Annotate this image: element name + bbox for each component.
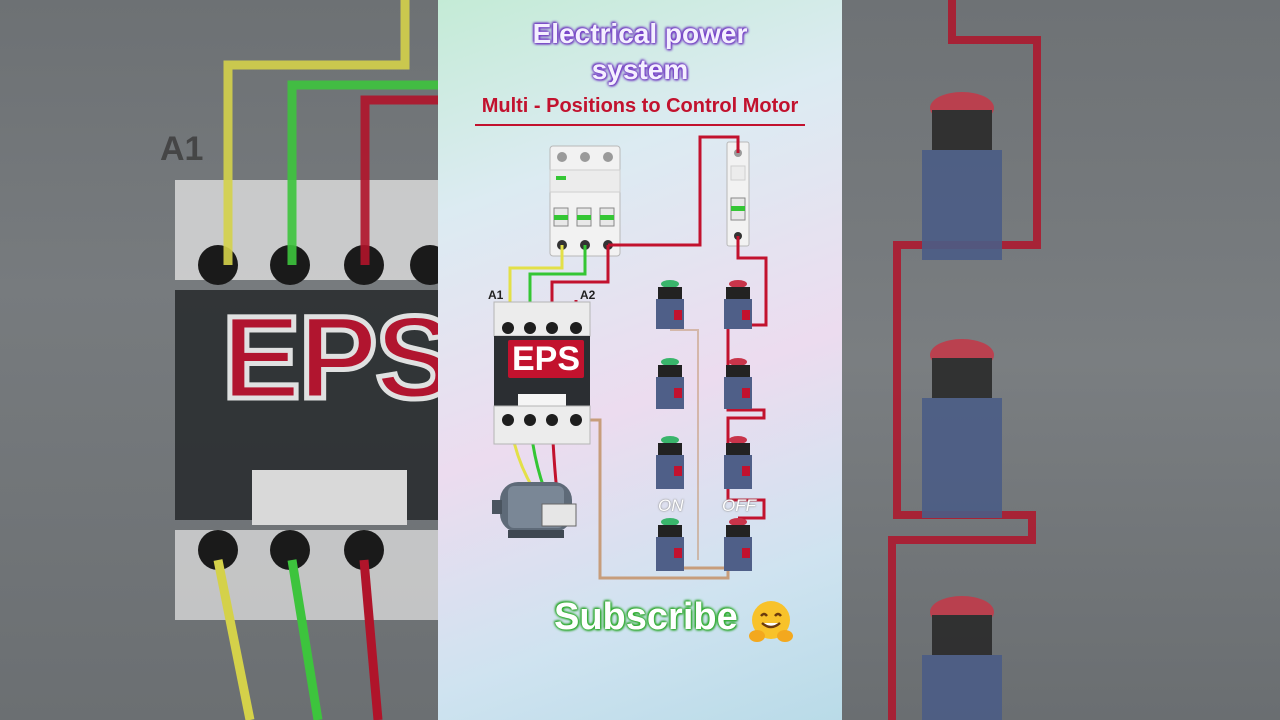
background-left-wiring xyxy=(175,0,438,720)
terminal-a1-label: A1 xyxy=(488,288,504,302)
background-left: A1 EPS xyxy=(0,0,438,720)
on-button-2 xyxy=(656,358,684,409)
on-button-3 xyxy=(656,436,684,489)
motor xyxy=(492,482,577,538)
push-buttons xyxy=(656,280,752,571)
title-line-1: Electrical power xyxy=(532,18,748,49)
subtitle: Multi - Positions to Control Motor xyxy=(481,95,799,117)
on-button-1 xyxy=(656,280,684,329)
subtitle-underline xyxy=(475,124,805,126)
diagram-panel: Electrical power system Multi - Position… xyxy=(438,0,842,720)
off-button-3 xyxy=(724,436,752,489)
terminal-a2-label: A2 xyxy=(580,288,596,302)
three-pole-breaker xyxy=(549,145,621,257)
off-button-1 xyxy=(724,280,752,329)
off-button-2 xyxy=(724,358,752,409)
background-right xyxy=(842,0,1280,720)
wiring-diagram xyxy=(492,135,768,580)
background-a1-label: A1 xyxy=(160,130,204,168)
hugging-face-emoji-icon xyxy=(749,601,793,642)
single-pole-breaker xyxy=(726,141,750,247)
background-right-buttons xyxy=(888,0,1041,720)
on-label: ON xyxy=(658,496,684,515)
title-line-2: system xyxy=(591,54,689,85)
background-eps-label: EPS xyxy=(219,290,438,427)
off-label: OFF xyxy=(722,496,756,515)
on-button-4 xyxy=(656,518,684,571)
subscribe-text: Subscribe xyxy=(554,596,738,638)
off-button-4 xyxy=(724,518,752,571)
contactor-eps-label: EPS xyxy=(508,340,585,378)
